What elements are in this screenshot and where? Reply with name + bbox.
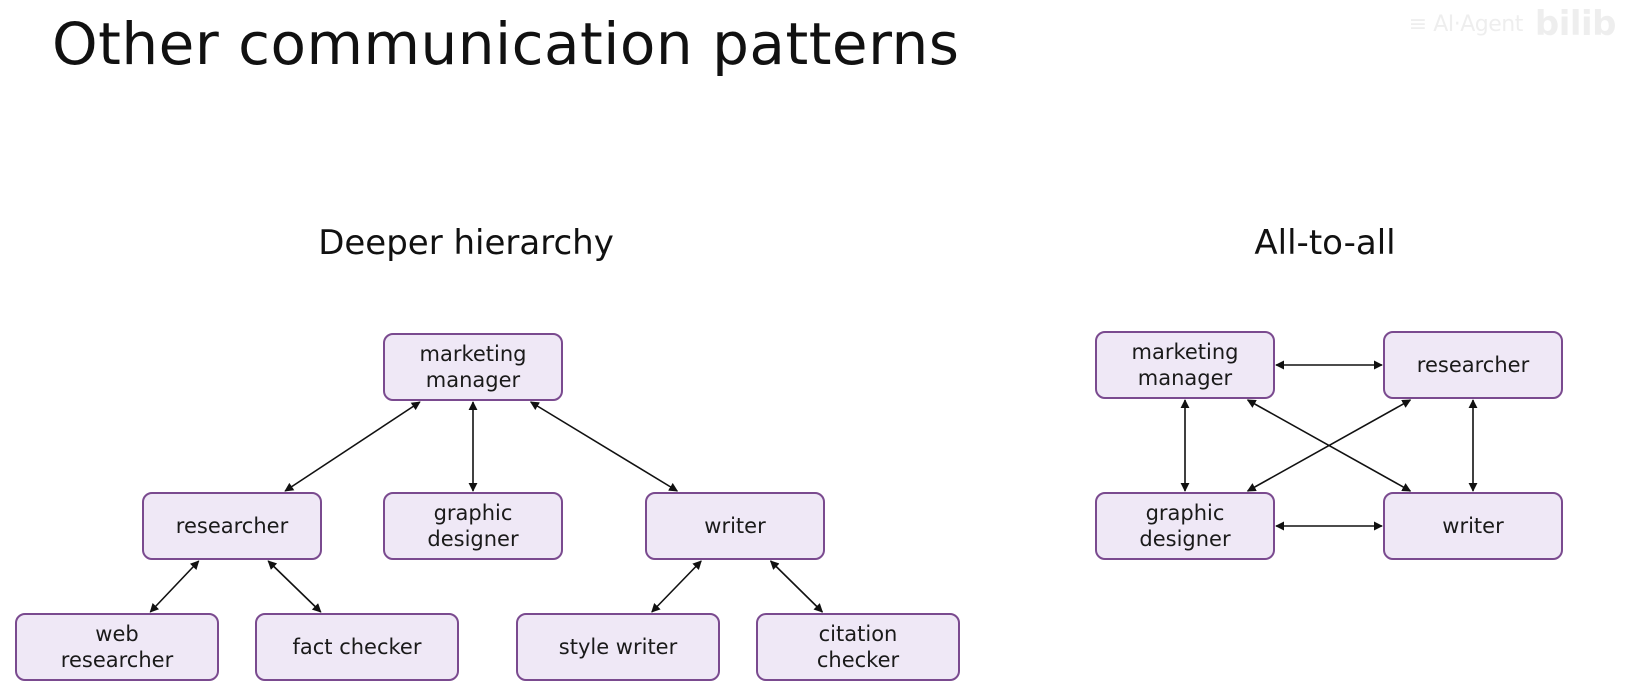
- node-label: marketing: [1132, 340, 1239, 364]
- node-box: [756, 613, 960, 681]
- edge-writer-to-style-writer: [651, 560, 702, 613]
- node-box: [1383, 492, 1563, 560]
- node-label: web: [95, 622, 138, 646]
- node-box: [15, 613, 219, 681]
- node-label: researcher: [176, 514, 289, 538]
- watermark-logo: bilib: [1534, 4, 1617, 44]
- node-box: [516, 613, 720, 681]
- node-box: [1095, 492, 1275, 560]
- node-researcher: researcher: [142, 492, 322, 560]
- all-to-all-title: All-to-all: [1254, 223, 1396, 263]
- node-label: researcher: [1417, 353, 1530, 377]
- node-label: graphic: [1146, 501, 1225, 525]
- node-writer: writer: [1383, 492, 1563, 560]
- node-label: marketing: [420, 342, 527, 366]
- edge-researcher-to-fact-checker: [267, 560, 322, 613]
- watermark-text: ≡ AI·Agent: [1408, 11, 1524, 37]
- node-label: style writer: [559, 635, 678, 659]
- node-label: writer: [1442, 514, 1504, 538]
- node-box: [383, 492, 563, 560]
- edge-marketing-manager-to-writer: [529, 401, 679, 492]
- node-researcher: researcher: [1383, 331, 1563, 399]
- node-writer: writer: [645, 492, 825, 560]
- node-label: writer: [704, 514, 766, 538]
- watermark: ≡ AI·Agent bilib: [1408, 4, 1617, 44]
- node-label: researcher: [61, 648, 174, 672]
- node-box: [255, 613, 459, 681]
- deeper-hierarchy-title: Deeper hierarchy: [318, 223, 614, 263]
- edge-researcher-to-graphic-designer: [1246, 399, 1412, 492]
- node-box: [1383, 331, 1563, 399]
- node-box: [645, 492, 825, 560]
- node-box: [383, 333, 563, 401]
- node-label: checker: [817, 648, 900, 672]
- node-label: manager: [1138, 366, 1233, 390]
- node-fact-checker: fact checker: [255, 613, 459, 681]
- edge-researcher-to-web-researcher: [149, 560, 200, 613]
- node-label: manager: [426, 368, 521, 392]
- node-label: graphic: [434, 501, 513, 525]
- edge-writer-to-citation-checker: [769, 560, 824, 613]
- node-label: citation: [819, 622, 898, 646]
- node-style-writer: style writer: [516, 613, 720, 681]
- node-label: designer: [427, 527, 519, 551]
- node-box: [142, 492, 322, 560]
- node-label: designer: [1139, 527, 1231, 551]
- page-title: Other communication patterns: [52, 10, 960, 78]
- edge-marketing-manager-to-researcher: [284, 401, 421, 492]
- node-box: [1095, 331, 1275, 399]
- node-label: fact checker: [292, 635, 421, 659]
